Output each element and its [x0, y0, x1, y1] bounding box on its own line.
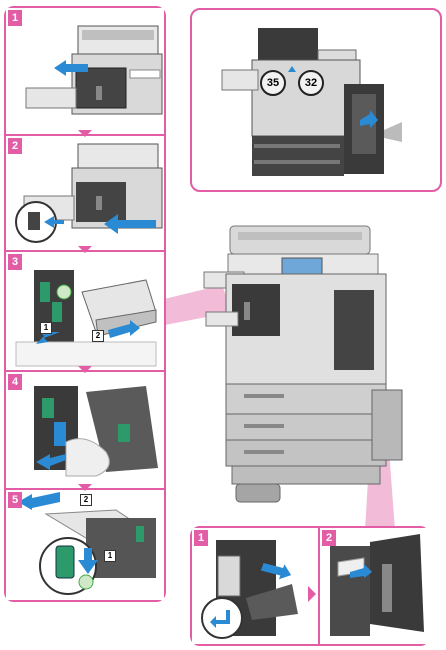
step-3-badge: 3 — [8, 254, 22, 270]
callout-32: 32 — [298, 70, 324, 96]
bottom-step-2-badge: 2 — [322, 530, 336, 546]
step-2-panel: 2 — [6, 134, 164, 248]
step-5-illustration — [18, 492, 156, 595]
step-3-illustration — [15, 270, 157, 367]
bottom-steps-frame: 1 2 — [190, 526, 430, 646]
bottom-step-arrow — [308, 586, 316, 602]
step-arrow-3 — [78, 366, 92, 373]
callout-35: 35 — [260, 70, 286, 96]
bottom-step-1-badge: 1 — [194, 530, 208, 546]
step-arrow-2 — [78, 246, 92, 253]
step-5-tag-2: 2 — [80, 494, 92, 506]
left-steps-frame: 1 2 3 — [4, 6, 166, 602]
step-4-illustration — [34, 386, 158, 477]
step-5-tag-1: 1 — [104, 550, 116, 562]
bottom-step-1-illustration — [201, 540, 298, 639]
step-3-tag-2: 2 — [92, 330, 104, 342]
step-1-illustration — [25, 25, 163, 115]
step-3-panel: 3 1 2 — [6, 250, 164, 368]
step-1-panel: 1 — [6, 8, 164, 128]
step-4-badge: 4 — [8, 374, 22, 390]
step-arrow-1 — [78, 130, 92, 137]
step-1-badge: 1 — [8, 10, 22, 26]
step-3-tag-1: 1 — [40, 322, 52, 334]
bottom-step-2-panel: 2 — [318, 528, 430, 644]
step-2-illustration — [15, 143, 163, 243]
step-2-badge: 2 — [8, 138, 22, 154]
overview-frame: 35 32 — [190, 8, 442, 192]
step-4-panel: 4 — [6, 370, 164, 486]
step-5-badge: 5 — [8, 492, 22, 508]
connector-beam-left — [160, 285, 232, 326]
step-arrow-4 — [78, 484, 92, 491]
bottom-step-1-panel: 1 — [192, 528, 304, 644]
step-5-panel: 5 2 1 — [6, 488, 164, 600]
bottom-step-2-illustration — [330, 534, 424, 636]
